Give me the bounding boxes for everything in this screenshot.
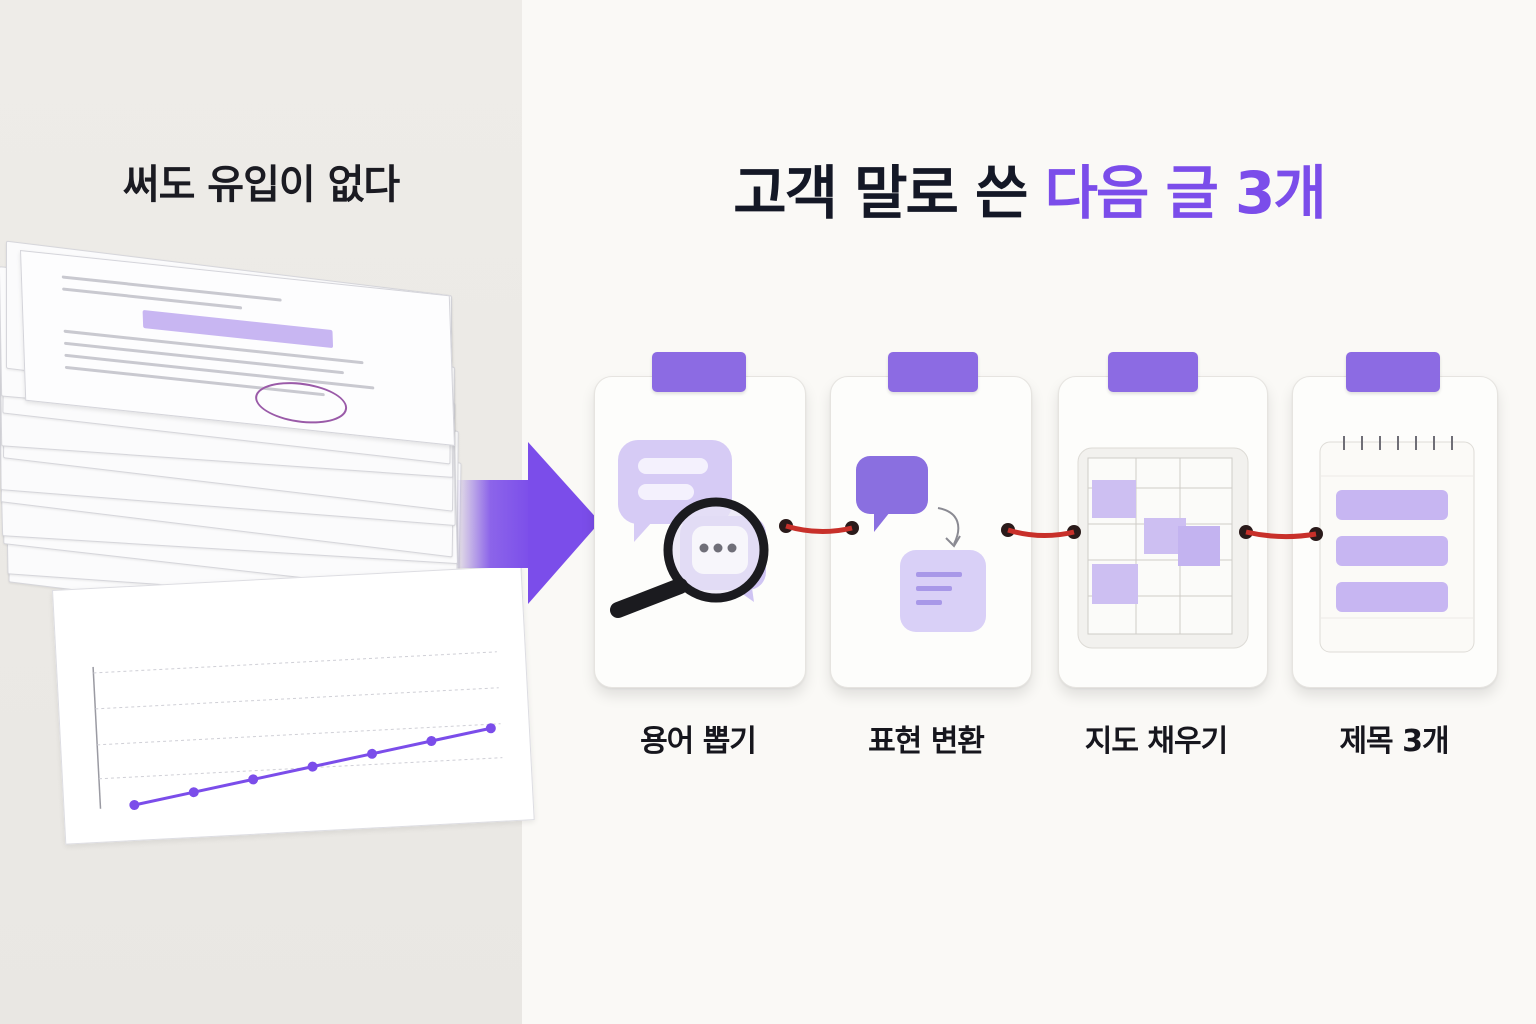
connector-1 bbox=[779, 519, 859, 535]
step-label-4: 제목 3개 bbox=[1339, 724, 1449, 759]
step-label-2: 표현 변환 bbox=[868, 724, 985, 759]
mini-chart-point bbox=[248, 774, 259, 785]
card-tab-4 bbox=[1346, 352, 1440, 392]
right-title: 고객 말로 쓴 다음 글 3개 bbox=[522, 146, 1536, 230]
card-tab-2 bbox=[888, 352, 978, 392]
connector-3 bbox=[1239, 525, 1323, 541]
grid-map-icon bbox=[1077, 447, 1249, 649]
mini-chart-point bbox=[188, 787, 199, 798]
magnifier-chat-icon bbox=[610, 440, 769, 618]
card-tab-3 bbox=[1108, 352, 1198, 392]
step-label-3: 지도 채우기 bbox=[1084, 724, 1228, 759]
right-title-highlight: 다음 글 3개 bbox=[1044, 159, 1327, 227]
step-label-1: 용어 뽑기 bbox=[640, 724, 757, 759]
arrow-right-icon bbox=[456, 442, 600, 604]
mini-chart-point bbox=[307, 761, 318, 772]
line-chart-sheet bbox=[52, 565, 535, 845]
chat-convert-icon bbox=[856, 456, 986, 632]
card-tab-1 bbox=[652, 352, 746, 392]
notepad-list-icon bbox=[1319, 436, 1475, 653]
mini-chart-point bbox=[129, 799, 140, 810]
mini-chart-point bbox=[485, 723, 496, 734]
left-title: 써도 유입이 없다 bbox=[122, 162, 400, 208]
right-title-main: 고객 말로 쓴 bbox=[733, 159, 1045, 227]
connector-2 bbox=[1001, 523, 1081, 539]
mini-chart-point bbox=[426, 736, 437, 747]
mini-chart-point bbox=[367, 748, 378, 759]
mini-line-chart bbox=[92, 651, 503, 810]
